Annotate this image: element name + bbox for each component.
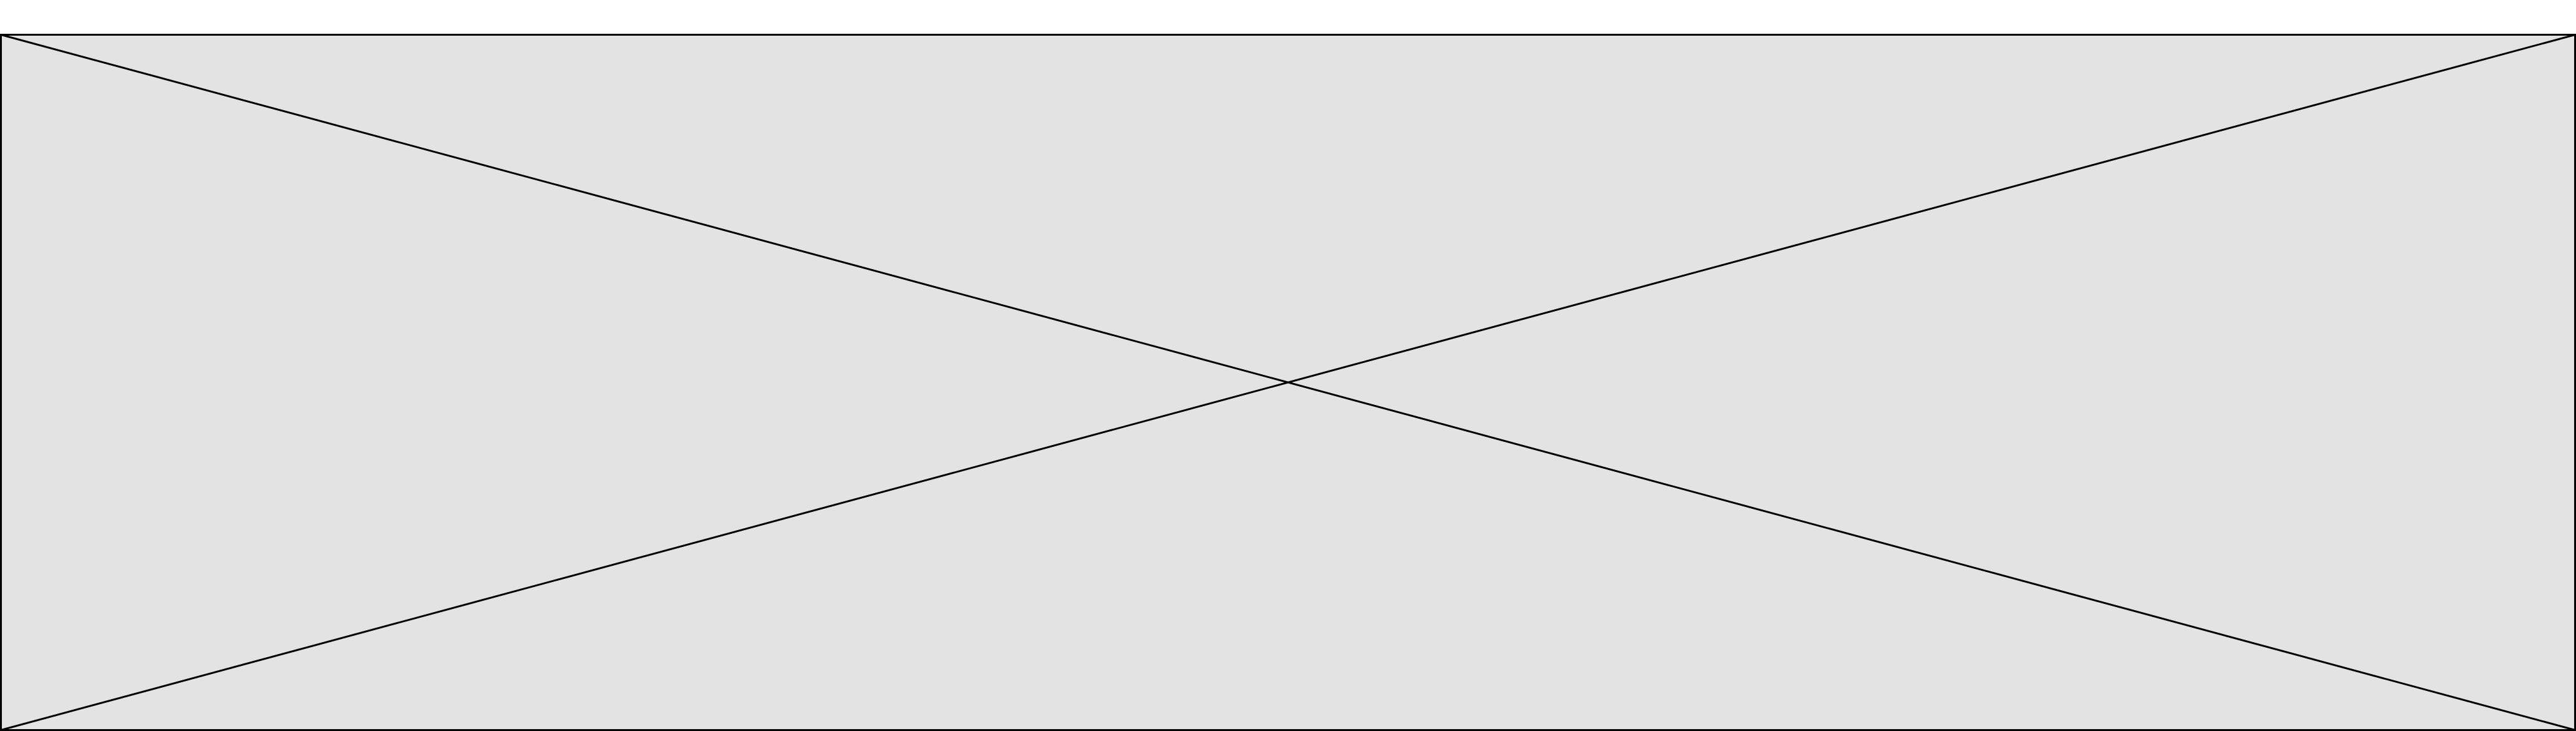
placeholder-diagonal-up [1, 34, 2575, 731]
image-placeholder-cross-icon [0, 34, 2576, 731]
image-placeholder [0, 34, 2576, 731]
